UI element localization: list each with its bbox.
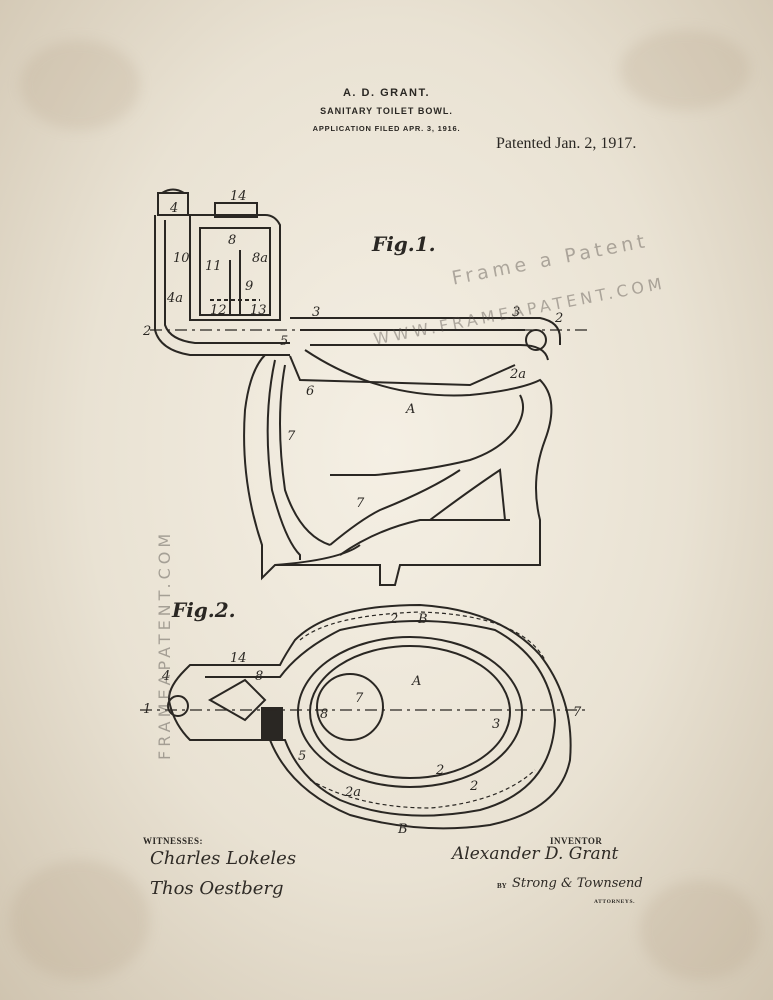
svg-text:7: 7 <box>355 691 364 706</box>
svg-text:6: 6 <box>306 384 314 399</box>
svg-text:11: 11 <box>205 259 222 274</box>
svg-text:8a: 8a <box>252 251 268 266</box>
application-filed-date: APPLICATION FILED APR. 3, 1916. <box>312 124 461 133</box>
svg-text:5: 5 <box>298 749 306 764</box>
svg-text:8: 8 <box>255 669 263 684</box>
svg-text:B: B <box>397 822 408 837</box>
svg-text:14: 14 <box>230 189 247 204</box>
svg-text:9: 9 <box>245 279 253 294</box>
svg-text:4: 4 <box>161 669 170 684</box>
paper-stain <box>10 860 150 980</box>
svg-text:A: A <box>405 402 415 417</box>
fig1-reference-numerals: 4 14 8 8a 10 11 9 4a 12 13 3 3 2 2 5 6 A… <box>142 189 563 511</box>
fig2-label: Fig.2. <box>172 598 236 622</box>
svg-text:A: A <box>411 674 421 689</box>
svg-text:2a: 2a <box>344 785 361 800</box>
patent-title: SANITARY TOILET BOWL. <box>320 106 453 116</box>
svg-text:10: 10 <box>173 251 190 266</box>
svg-text:14: 14 <box>230 651 247 666</box>
svg-text:4: 4 <box>169 201 178 216</box>
svg-text:12: 12 <box>210 303 227 318</box>
svg-text:13: 13 <box>250 303 267 318</box>
inventor-name-header: A. D. GRANT. <box>342 87 431 99</box>
by-label: BY <box>497 882 507 890</box>
witness1-signature: Charles Lokeles <box>150 848 297 869</box>
svg-text:2: 2 <box>142 324 151 339</box>
svg-text:2: 2 <box>469 779 478 794</box>
svg-text:8: 8 <box>320 707 328 722</box>
svg-text:7: 7 <box>573 705 582 720</box>
witnesses-label: WITNESSES: <box>143 836 204 846</box>
fig2-plan-drawing <box>140 603 590 830</box>
svg-text:2a: 2a <box>509 367 526 382</box>
patented-date: Patented Jan. 2, 1917. <box>496 135 637 152</box>
fig1-label: Fig.1. <box>372 232 436 256</box>
svg-text:3: 3 <box>512 305 520 320</box>
witness2-signature: Thos Oestberg <box>150 878 284 899</box>
svg-text:1: 1 <box>143 702 151 717</box>
svg-text:8: 8 <box>228 233 236 248</box>
svg-text:3: 3 <box>492 717 500 732</box>
watermark-side: FRAMEAPATENT.COM <box>155 529 174 760</box>
svg-text:4a: 4a <box>166 291 183 306</box>
svg-text:7: 7 <box>356 496 365 511</box>
svg-text:2: 2 <box>435 763 444 778</box>
fig1-side-section-drawing <box>150 188 590 586</box>
svg-text:5: 5 <box>280 334 288 349</box>
svg-text:2: 2 <box>554 311 563 326</box>
svg-text:2: 2 <box>389 612 398 627</box>
attorney-signature: Strong & Townsend <box>512 876 643 891</box>
svg-text:3: 3 <box>312 305 320 320</box>
paper-stain <box>20 40 140 130</box>
paper-stain <box>620 30 750 110</box>
fig2-reference-numerals: 4 14 8 1 7 A 7 8 3 2 B 2 2 5 2a B <box>143 612 582 837</box>
inventor-label: INVENTOR <box>550 836 603 846</box>
svg-text:7: 7 <box>287 429 296 444</box>
inventor-signature: Alexander D. Grant <box>452 844 619 864</box>
svg-text:B: B <box>417 612 428 627</box>
paper-stain <box>640 880 760 980</box>
attorneys-label: ATTORNEYS. <box>594 899 636 905</box>
